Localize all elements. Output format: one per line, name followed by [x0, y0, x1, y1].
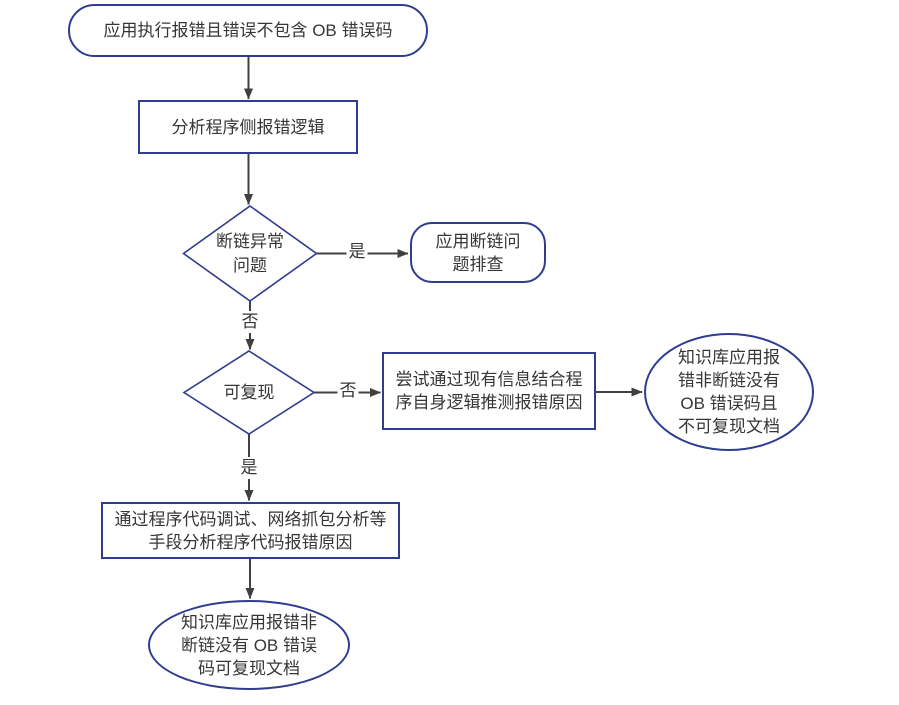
node-start-label: 应用执行报错且错误不包含 OB 错误码 — [103, 21, 393, 40]
node-disconnect-troubleshoot-label: 应用断链问 题排查 — [435, 231, 521, 274]
edge-label-disconnect-yes: 是 — [346, 241, 368, 263]
node-disconnect-decision-label: 断链异常 问题 — [185, 227, 315, 280]
edge-label-reproducible-no: 否 — [337, 380, 359, 402]
node-debug-analyze-process: 通过程序代码调试、网络抓包分析等 手段分析程序代码报错原因 — [101, 502, 400, 559]
node-disconnect-troubleshoot-terminator: 应用断链问 题排查 — [410, 222, 546, 283]
node-infer-cause-process: 尝试通过现有信息结合程 序自身逻辑推测报错原因 — [382, 352, 596, 430]
node-reproducible-decision-label: 可复现 — [199, 380, 299, 405]
node-infer-cause-label: 尝试通过现有信息结合程 序自身逻辑推测报错原因 — [395, 370, 583, 412]
node-analyze-logic-label: 分析程序侧报错逻辑 — [171, 117, 325, 137]
node-start-terminator: 应用执行报错且错误不包含 OB 错误码 — [68, 4, 428, 57]
node-kb-reproducible-doc: 知识库应用报错非 断链没有 OB 错误 码可复现文档 — [148, 600, 350, 690]
reproducible-decision-text: 可复现 — [223, 382, 275, 402]
decision-diamond-reproducible — [182, 350, 316, 435]
node-analyze-logic-process: 分析程序侧报错逻辑 — [138, 100, 358, 154]
node-kb-not-reproducible-label: 知识库应用报 错非断链没有 OB 错误码且 不可复现文档 — [678, 348, 780, 436]
node-debug-analyze-label: 通过程序代码调试、网络抓包分析等 手段分析程序代码报错原因 — [114, 509, 387, 552]
edge-label-disconnect-no: 否 — [239, 311, 261, 333]
disconnect-decision-text: 断链异常 问题 — [216, 231, 284, 275]
edge-label-reproducible-yes: 是 — [238, 457, 260, 479]
node-kb-not-reproducible-doc: 知识库应用报 错非断链没有 OB 错误码且 不可复现文档 — [644, 333, 814, 451]
decision-diamond-disconnect — [182, 205, 318, 302]
node-kb-reproducible-label: 知识库应用报错非 断链没有 OB 错误 码可复现文档 — [180, 612, 317, 678]
